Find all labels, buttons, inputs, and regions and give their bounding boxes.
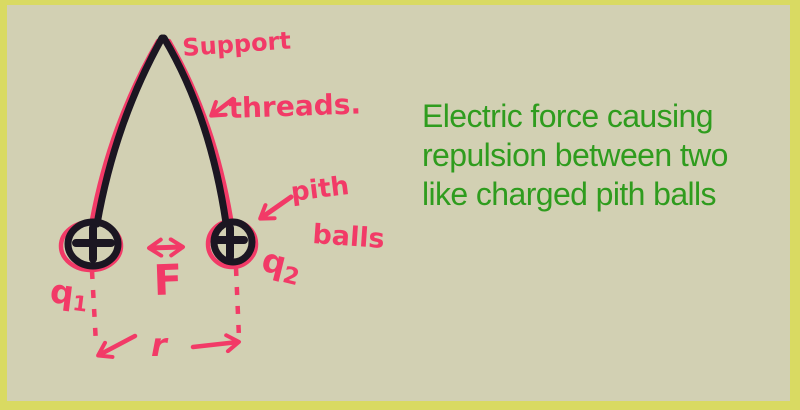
- force-double-arrow-icon: [147, 237, 185, 258]
- distance-guide-dashed-right: [233, 267, 242, 339]
- charge-q1-base: q: [48, 271, 76, 313]
- caption-line-1: Electric force causing: [422, 98, 714, 134]
- charge-q1-subscript: 1: [71, 291, 88, 317]
- threads-label: threads.: [228, 87, 361, 125]
- distance-label: r: [151, 326, 169, 364]
- caption-line-2: repulsion between two: [422, 137, 728, 173]
- charge-q1-label: q1: [48, 271, 91, 316]
- pink-annotations: [89, 96, 294, 359]
- force-label: F: [153, 255, 183, 305]
- ink-drawing: [64, 34, 256, 270]
- left-thread-line: [93, 34, 166, 228]
- caption-text: Electric force causing repulsion between…: [422, 97, 762, 214]
- distance-guide-dashed-left: [89, 270, 99, 345]
- support-label: Support: [181, 26, 291, 62]
- distance-right-arrow-icon: [190, 333, 241, 354]
- plus-charge-icon-left: [72, 224, 115, 263]
- plus-charge-icon-right: [214, 224, 248, 261]
- pith-label: pith: [289, 171, 351, 208]
- threads-pointer-arrow-icon: [209, 96, 236, 118]
- charge-q2-subscript: 2: [280, 262, 302, 291]
- right-thread-line: [160, 34, 230, 227]
- pith-balls-pointer-arrow-icon: [258, 194, 294, 221]
- right-pith-ball: [210, 218, 256, 266]
- left-pith-ball: [64, 218, 122, 270]
- caption-line-3: like charged pith balls: [422, 176, 717, 212]
- distance-left-arrow-icon: [96, 333, 138, 359]
- balls-label: balls: [312, 219, 386, 255]
- charge-q2-label: q2: [257, 240, 306, 291]
- paper-background: [7, 5, 790, 401]
